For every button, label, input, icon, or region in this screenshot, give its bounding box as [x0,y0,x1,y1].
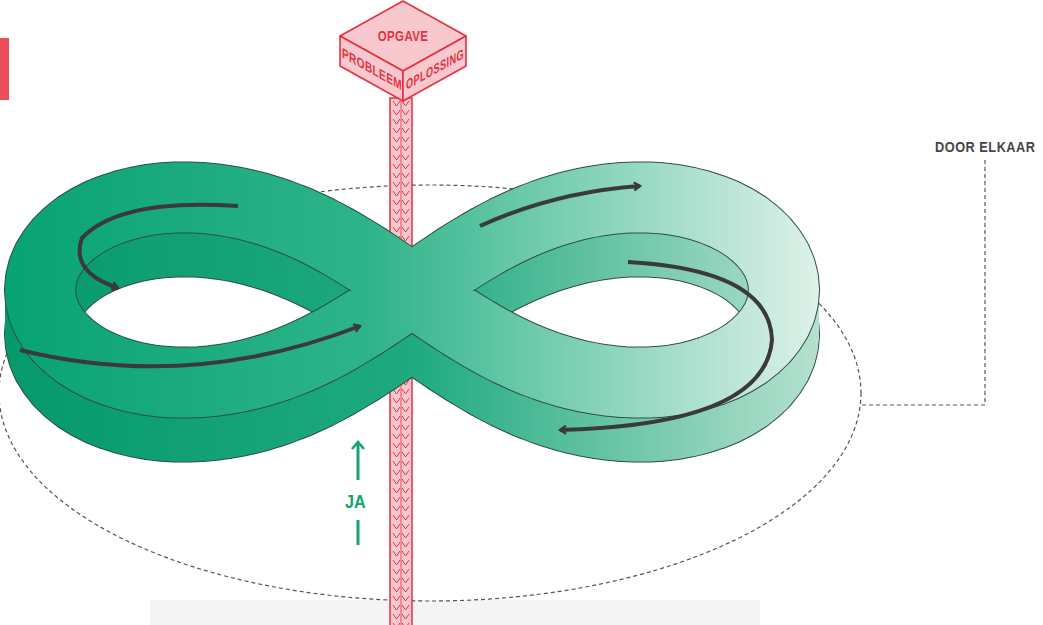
cube-heading: OPGAVE [378,29,429,43]
leader-line [862,160,985,405]
task-cube: OPGAVEPROBLEEMOPLOSSING [338,0,468,102]
cube-right-face [403,36,466,101]
flow-arrow [20,326,360,366]
up-arrow [357,443,360,480]
band-top [40,197,784,382]
node-outline [338,0,468,102]
cube-left-face [340,36,403,101]
up-arrow-tail [357,520,360,545]
flow-arrows [20,186,772,430]
flow-arrow [80,205,238,288]
band-top-outline [40,197,784,382]
flow-arrow [560,262,772,430]
dashed-ellipse [0,185,861,601]
infinity-band [40,197,784,426]
answer-label: JA [345,492,366,511]
faint-panel [150,600,760,625]
red-stamp [0,38,9,100]
flow-arrow [480,186,640,226]
group-label: DOOR ELKAAR [935,139,1036,154]
